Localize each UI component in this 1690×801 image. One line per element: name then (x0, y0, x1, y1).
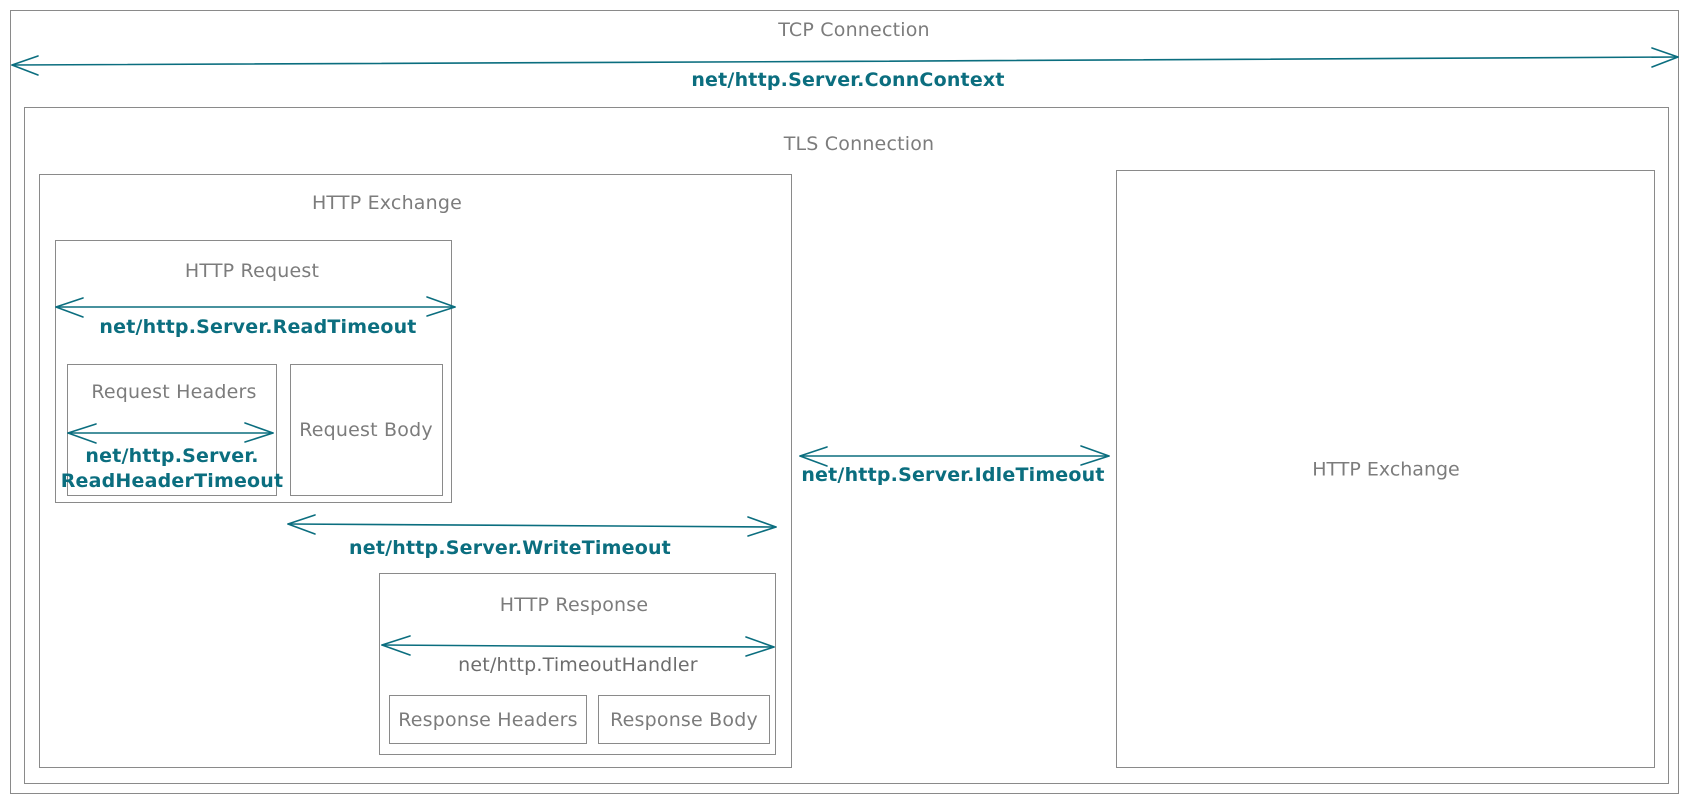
timeout-handler-label: net/http.TimeoutHandler (458, 654, 698, 676)
response-headers-title: Response Headers (398, 709, 578, 731)
response-headers-box (389, 695, 587, 744)
http-exchange-right-box (1116, 170, 1655, 768)
tls-connection-box (24, 107, 1669, 784)
response-body-title: Response Body (610, 709, 758, 731)
idle-timeout-label: net/http.Server.IdleTimeout (801, 464, 1105, 486)
tcp-connection-title: TCP Connection (778, 19, 930, 41)
http-request-title: HTTP Request (184, 260, 320, 282)
request-body-box (290, 364, 443, 496)
http-exchange-left-box (39, 174, 792, 768)
tls-connection-title: TLS Connection (783, 133, 935, 155)
read-header-timeout-label-line1: net/http.Server. (85, 445, 259, 467)
read-header-timeout-label-line2: ReadHeaderTimeout (60, 470, 284, 492)
http-response-title: HTTP Response (499, 594, 649, 616)
http-response-box (379, 573, 776, 755)
read-timeout-label: net/http.Server.ReadTimeout (99, 316, 417, 338)
conn-context-label: net/http.Server.ConnContext (691, 69, 1005, 91)
http-exchange-right-title: HTTP Exchange (1312, 458, 1460, 481)
request-body-title: Request Body (299, 419, 433, 441)
request-headers-title: Request Headers (91, 381, 257, 403)
response-body-box (598, 695, 770, 744)
http-exchange-left-title: HTTP Exchange (311, 192, 463, 214)
http-request-box (55, 240, 452, 503)
write-timeout-label: net/http.Server.WriteTimeout (349, 537, 671, 559)
tcp-connection-box (10, 10, 1679, 794)
